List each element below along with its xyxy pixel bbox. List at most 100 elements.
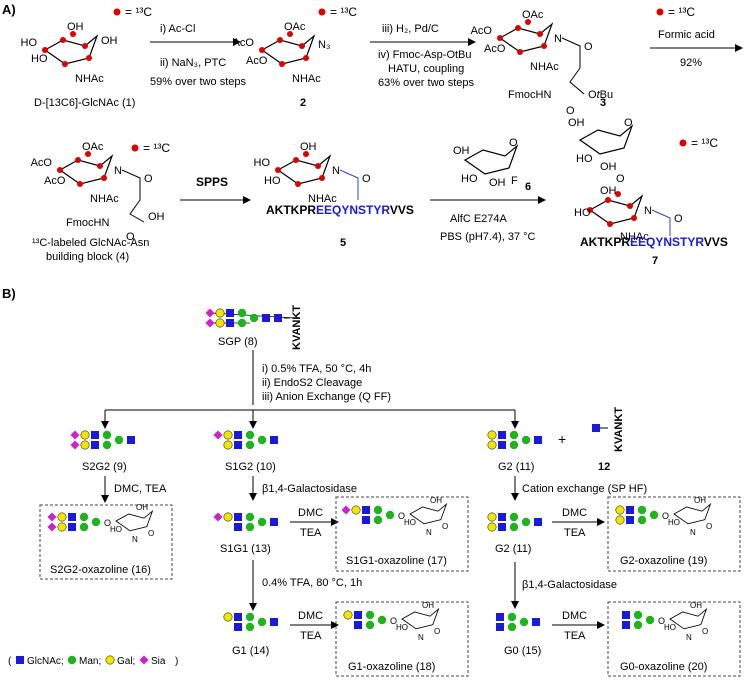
s1g2-label: S1G2 (10): [225, 461, 276, 473]
svg-text:O: O: [662, 511, 669, 521]
svg-text:= ¹³C: = ¹³C: [330, 5, 357, 19]
svg-text:iii) Anion Exchange (Q FF): iii) Anion Exchange (Q FF): [262, 391, 391, 403]
svg-text:OH: OH: [568, 117, 585, 129]
compound-4-label-a: ¹³C-labeled GlcNAc-Asn: [32, 237, 149, 249]
svg-text:Gal;: Gal;: [117, 656, 135, 667]
g1-oxazoline-box: [335, 601, 469, 677]
svg-text:HO: HO: [574, 207, 591, 219]
g2-label: G2 (11): [498, 461, 534, 473]
svg-text:O: O: [104, 518, 111, 528]
peptide-7: AKTKPREEQYNSTYRVVS: [580, 235, 728, 249]
svg-text:HO: HO: [254, 157, 271, 169]
compound-2-label: 2: [300, 97, 306, 109]
svg-text:O: O: [566, 105, 575, 117]
peptide-5: AKTKPREEQYNSTYRVVS: [266, 203, 414, 217]
svg-text:OH: OH: [422, 601, 434, 610]
svg-text:NHAc: NHAc: [620, 231, 649, 243]
svg-text:OAc: OAc: [522, 9, 544, 21]
sgp-glycan: [205, 308, 296, 328]
compound-4-label-b: building block (4): [46, 251, 129, 263]
s2g2-label: S2G2 (9): [82, 461, 127, 473]
svg-text:N: N: [690, 528, 696, 537]
svg-text:N: N: [686, 633, 692, 642]
part-b-heading: B): [2, 286, 16, 301]
s1g2-glycan: [213, 430, 278, 450]
svg-text:+: +: [558, 431, 566, 447]
svg-text:DMC: DMC: [298, 610, 323, 622]
svg-text:N: N: [418, 633, 424, 642]
svg-text:TEA: TEA: [300, 527, 322, 539]
svg-text:ii) EndoS2 Cleavage: ii) EndoS2 Cleavage: [262, 377, 362, 389]
svg-text:DMC: DMC: [298, 507, 323, 519]
svg-text:AcO: AcO: [233, 37, 255, 49]
g0-oxazoline-label: G0-oxazoline (20): [620, 661, 707, 673]
svg-text:HO: HO: [264, 175, 281, 187]
svg-text:TEA: TEA: [564, 527, 586, 539]
g2-oxazoline-box: [607, 496, 741, 572]
svg-text:OH: OH: [67, 21, 84, 33]
svg-text:O: O: [148, 529, 154, 538]
svg-text:O: O: [584, 41, 593, 53]
svg-text:iii) H₂, Pd/C: iii) H₂, Pd/C: [382, 23, 439, 35]
c13-label-7: = ¹³C: [679, 136, 718, 150]
g1-glycan: [223, 612, 278, 632]
s2g2-oxazoline-box: [39, 504, 173, 580]
svg-text:92%: 92%: [680, 57, 702, 69]
svg-text:i) Ac-Cl: i) Ac-Cl: [160, 23, 195, 35]
compound-7-label: 7: [652, 255, 658, 267]
svg-text:GlcNAc;: GlcNAc;: [27, 656, 64, 667]
svg-text:iv) Fmoc-Asp-OtBu: iv) Fmoc-Asp-OtBu: [378, 49, 472, 61]
g2-glycan: [487, 430, 542, 450]
svg-text:OAc: OAc: [82, 141, 104, 153]
svg-text:N₃: N₃: [318, 39, 330, 51]
svg-text:OH: OH: [300, 141, 317, 153]
svg-text:HO: HO: [396, 623, 408, 632]
svg-text:N: N: [554, 33, 562, 45]
svg-text:AcO: AcO: [44, 175, 66, 187]
svg-text:N: N: [332, 165, 340, 177]
compound-5: HO HO OH N NHAc O: [254, 141, 372, 205]
svg-text:AcO: AcO: [246, 55, 268, 67]
sgp-label: SGP (8): [218, 336, 258, 348]
svg-text:OAc: OAc: [284, 21, 306, 33]
c13-label-1: = ¹³C: [113, 5, 152, 19]
compound-4: AcO AcO OAc N NHAc O FmocHN OH O: [31, 141, 165, 243]
svg-text:SPPS: SPPS: [196, 175, 228, 189]
svg-text:O: O: [624, 117, 633, 129]
svg-text:HO: HO: [461, 173, 478, 185]
svg-text:TEA: TEA: [564, 630, 586, 642]
svg-text:PBS (pH7.4), 37 °C: PBS (pH7.4), 37 °C: [440, 231, 536, 243]
svg-text:NHAc: NHAc: [292, 73, 321, 85]
svg-text:Sia: Sia: [151, 656, 166, 667]
g2b-glycan: [487, 512, 542, 532]
s2g2-glycan: [70, 430, 135, 450]
svg-text:O: O: [442, 522, 448, 531]
compound-1-label: D-[13C6]-GlcNAc (1): [34, 97, 135, 109]
svg-text:HO: HO: [576, 153, 593, 165]
svg-text:OH: OH: [430, 496, 442, 505]
svg-text:FmocHN: FmocHN: [66, 217, 109, 229]
svg-text:HATU, coupling: HATU, coupling: [388, 63, 464, 75]
svg-text:NHAc: NHAc: [90, 193, 119, 205]
svg-text:63% over two steps: 63% over two steps: [378, 77, 474, 89]
svg-text:N: N: [644, 205, 652, 217]
svg-text:TEA: TEA: [300, 630, 322, 642]
g1-oxazoline-label: G1-oxazoline (18): [348, 661, 435, 673]
svg-text:O: O: [398, 511, 405, 521]
compound-6: OH O HO OH F: [453, 137, 518, 189]
compound-6-label: 6: [525, 181, 531, 193]
svg-text:OH: OH: [690, 601, 702, 610]
g2-oxazoline-label: G2-oxazoline (19): [620, 555, 707, 567]
svg-text:F: F: [511, 175, 518, 187]
svg-text:Cation exchange (SP HF): Cation exchange (SP HF): [522, 483, 647, 495]
svg-text:β1,4-Galactosidase: β1,4-Galactosidase: [262, 483, 357, 495]
compound-7-glcnac: HO OH N NHAc O: [574, 185, 683, 243]
svg-text:O: O: [674, 213, 683, 225]
c13-label-4: = ¹³C: [131, 141, 170, 155]
svg-text:O: O: [434, 627, 440, 636]
svg-text:0.4% TFA, 80 °C, 1h: 0.4% TFA, 80 °C, 1h: [262, 577, 362, 589]
compound-5-label: 5: [340, 237, 346, 249]
svg-text:OH: OH: [600, 185, 617, 197]
svg-text:= ¹³C: = ¹³C: [125, 5, 152, 19]
peptide-12: KVANKT: [613, 407, 625, 452]
